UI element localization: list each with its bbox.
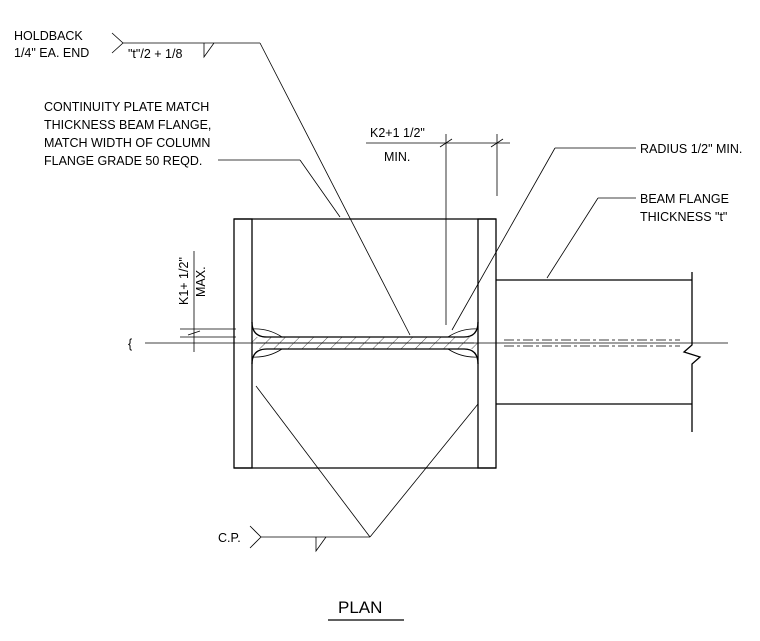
svg-text:C.P.: C.P. <box>218 531 241 545</box>
radius-leader: RADIUS 1/2" MIN. <box>451 142 742 331</box>
centerline-symbol: { <box>128 337 132 351</box>
svg-text:MIN.: MIN. <box>384 150 410 164</box>
k1-dimension: K1+ 1/2" MAX. <box>177 251 236 352</box>
svg-text:FLANGE GRADE 50 REQD.: FLANGE GRADE 50 REQD. <box>44 154 202 168</box>
k2-dimension: K2+1 1/2" MIN. <box>366 126 510 325</box>
svg-text:K1+ 1/2": K1+ 1/2" <box>177 257 191 305</box>
svg-text:BEAM FLANGE: BEAM FLANGE <box>640 192 729 206</box>
svg-text:THICKNESS "t": THICKNESS "t" <box>640 210 727 224</box>
web-fillets <box>251 328 479 358</box>
svg-text:HOLDBACK: HOLDBACK <box>14 29 83 43</box>
svg-text:"t"/2 + 1/8: "t"/2 + 1/8 <box>128 47 182 61</box>
svg-text:MATCH WIDTH OF COLUMN: MATCH WIDTH OF COLUMN <box>44 136 210 150</box>
svg-text:K2+1 1/2": K2+1 1/2" <box>370 126 425 140</box>
beam <box>496 272 702 432</box>
svg-text:1/4" EA. END: 1/4" EA. END <box>14 46 89 60</box>
cp-weld-symbol: C.P. <box>218 385 479 553</box>
svg-text:THICKNESS BEAM FLANGE,: THICKNESS BEAM FLANGE, <box>44 118 211 132</box>
svg-text:MAX.: MAX. <box>194 266 208 297</box>
svg-text:CONTINUITY PLATE MATCH: CONTINUITY PLATE MATCH <box>44 100 209 114</box>
beam-flange-leader: BEAM FLANGE THICKNESS "t" <box>546 192 729 279</box>
column-left-flange <box>233 218 253 469</box>
svg-text:PLAN: PLAN <box>338 598 382 617</box>
holdback-weld-symbol: HOLDBACK 1/4" EA. END "t"/2 + 1/8 <box>14 29 411 336</box>
plan-title: PLAN <box>328 598 404 621</box>
continuity-plate-leader: CONTINUITY PLATE MATCH THICKNESS BEAM FL… <box>44 100 341 218</box>
svg-text:RADIUS 1/2" MIN.: RADIUS 1/2" MIN. <box>640 142 742 156</box>
